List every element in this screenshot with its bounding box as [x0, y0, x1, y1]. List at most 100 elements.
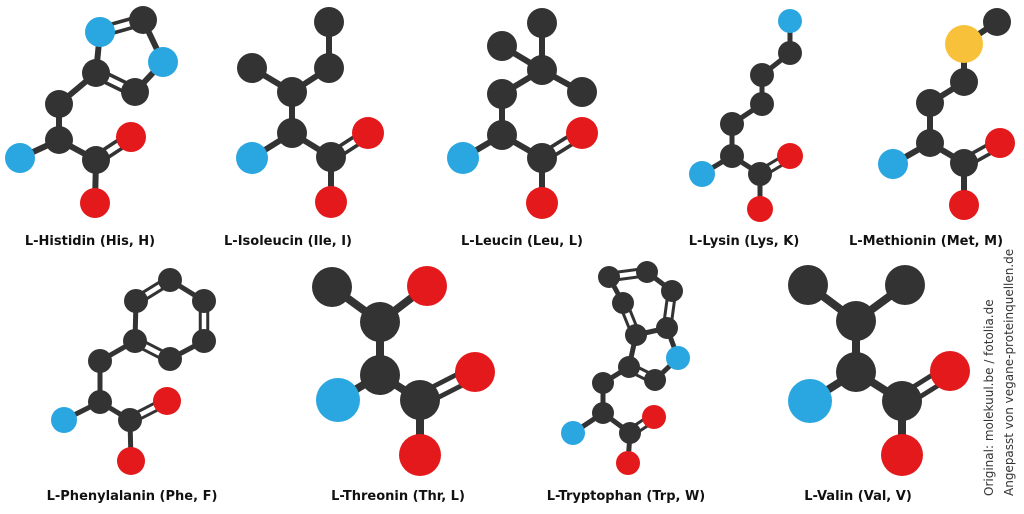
carbon-atom: [487, 120, 517, 150]
carbon-atom: [316, 142, 346, 172]
caption-tryptophan: L-Tryptophan (Trp, W): [546, 489, 706, 504]
nitrogen-atom: [447, 142, 479, 174]
oxygen-atom: [930, 351, 970, 391]
carbon-atom: [592, 402, 614, 424]
carbon-atom: [121, 78, 149, 106]
nitrogen-atom: [316, 378, 360, 422]
carbon-atom: [124, 289, 148, 313]
caption-histidin: L-Histidin (His, H): [24, 234, 156, 249]
molecule-phenylalanin: [51, 268, 216, 475]
carbon-atom: [158, 347, 182, 371]
carbon-atom: [567, 77, 597, 107]
carbon-atom: [619, 422, 641, 444]
carbon-atom: [129, 6, 157, 34]
carbon-atom: [983, 8, 1011, 36]
carbon-atom: [312, 267, 352, 307]
molecule-tryptophan: [561, 261, 690, 475]
image-credits: Original: molekuul.be / fotolia.de Angep…: [980, 249, 1024, 498]
caption-methionin: L-Methionin (Met, M): [848, 234, 1004, 249]
carbon-atom: [123, 329, 147, 353]
oxygen-atom: [455, 352, 495, 392]
nitrogen-atom: [878, 149, 908, 179]
carbon-atom: [750, 63, 774, 87]
oxygen-atom: [985, 128, 1015, 158]
carbon-atom: [644, 369, 666, 391]
nitrogen-atom: [778, 9, 802, 33]
carbon-atom: [360, 355, 400, 395]
caption-isoleucin: L-Isoleucin (Ile, I): [224, 234, 352, 249]
carbon-atom: [158, 268, 182, 292]
nitrogen-atom: [666, 346, 690, 370]
credit-original: Original: molekuul.be / fotolia.de: [982, 299, 996, 496]
molecule-isoleucin: [236, 7, 384, 218]
oxygen-atom: [949, 190, 979, 220]
molecule-valin: [788, 265, 970, 476]
carbon-atom: [487, 31, 517, 61]
caption-lysin: L-Lysin (Lys, K): [688, 234, 800, 249]
molecule-threonin: [312, 266, 495, 476]
carbon-atom: [314, 53, 344, 83]
oxygen-atom: [116, 122, 146, 152]
molecule-methionin: [878, 8, 1015, 220]
carbon-atom: [661, 280, 683, 302]
caption-phenylalanin: L-Phenylalanin (Phe, F): [46, 489, 218, 504]
credit-adapted: Angepasst von vegane-proteinquellen.de: [1002, 248, 1016, 496]
oxygen-atom: [616, 451, 640, 475]
oxygen-atom: [566, 117, 598, 149]
carbon-atom: [916, 129, 944, 157]
carbon-atom: [118, 408, 142, 432]
carbon-atom: [750, 92, 774, 116]
carbon-atom: [82, 59, 110, 87]
carbon-atom: [836, 352, 876, 392]
oxygen-atom: [777, 143, 803, 169]
carbon-atom: [882, 381, 922, 421]
oxygen-atom: [315, 186, 347, 218]
molecule-lysin: [689, 9, 803, 222]
carbon-atom: [45, 126, 73, 154]
carbon-atom: [656, 317, 678, 339]
caption-threonin: L-Threonin (Thr, L): [331, 489, 465, 504]
carbon-atom: [237, 53, 267, 83]
nitrogen-atom: [85, 17, 115, 47]
carbon-atom: [277, 118, 307, 148]
carbon-atom: [527, 8, 557, 38]
carbon-atom: [400, 380, 440, 420]
carbon-atom: [778, 41, 802, 65]
carbon-atom: [885, 265, 925, 305]
carbon-atom: [45, 90, 73, 118]
carbon-atom: [748, 162, 772, 186]
carbon-atom: [950, 149, 978, 177]
nitrogen-atom: [148, 47, 178, 77]
carbon-atom: [88, 390, 112, 414]
carbon-atom: [592, 372, 614, 394]
nitrogen-atom: [5, 143, 35, 173]
oxygen-atom: [407, 266, 447, 306]
carbon-atom: [192, 329, 216, 353]
oxygen-atom: [526, 187, 558, 219]
carbon-atom: [360, 302, 400, 342]
caption-leucin: L-Leucin (Leu, L): [461, 234, 583, 249]
oxygen-atom: [80, 188, 110, 218]
oxygen-atom: [881, 434, 923, 476]
oxygen-atom: [747, 196, 773, 222]
carbon-atom: [527, 143, 557, 173]
oxygen-atom: [399, 434, 441, 476]
nitrogen-atom: [689, 161, 715, 187]
carbon-atom: [836, 301, 876, 341]
carbon-atom: [788, 265, 828, 305]
nitrogen-atom: [788, 379, 832, 423]
carbon-atom: [636, 261, 658, 283]
carbon-atom: [88, 349, 112, 373]
oxygen-atom: [153, 387, 181, 415]
carbon-atom: [314, 7, 344, 37]
oxygen-atom: [352, 117, 384, 149]
carbon-atom: [192, 289, 216, 313]
carbon-atom: [618, 356, 640, 378]
oxygen-atom: [642, 405, 666, 429]
sulfur-atom: [945, 25, 983, 63]
carbon-atom: [598, 266, 620, 288]
carbon-atom: [527, 55, 557, 85]
carbon-atom: [612, 292, 634, 314]
nitrogen-atom: [236, 142, 268, 174]
